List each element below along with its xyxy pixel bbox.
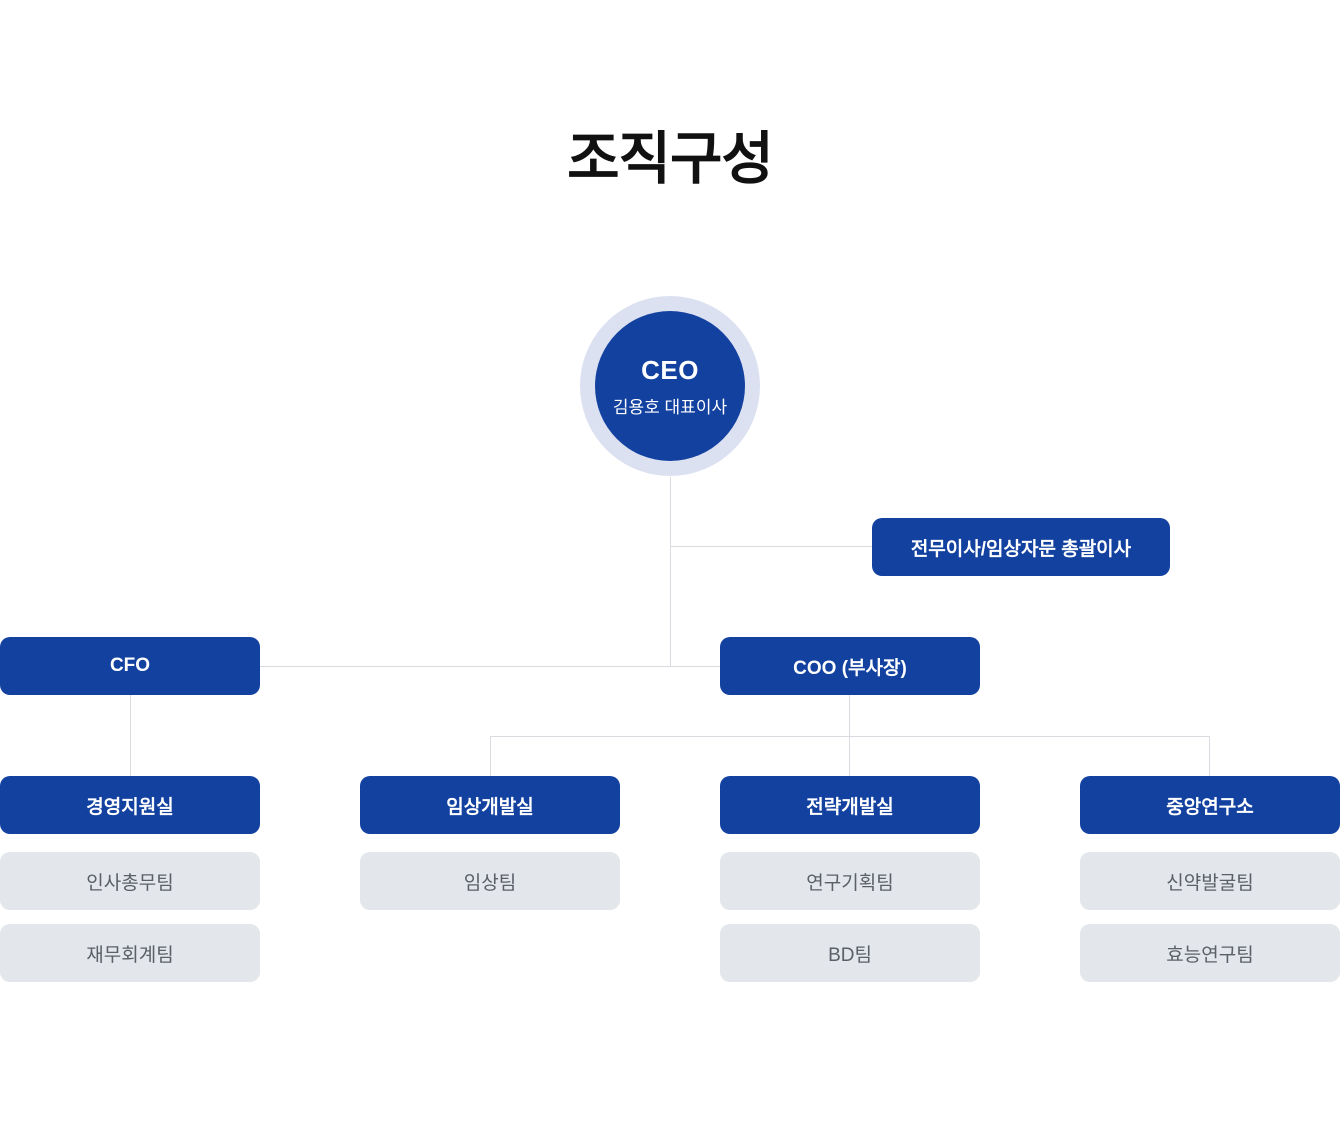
ceo-name-label: 김용호 대표이사: [612, 397, 728, 417]
ceo-role-label: CEO: [641, 354, 699, 385]
team-box-research-planning: 연구기획팀: [720, 852, 980, 910]
page-title: 조직구성: [567, 127, 774, 191]
connector-drop-clinical: [490, 736, 491, 776]
ceo-circle: CEO 김용호 대표이사: [595, 311, 745, 461]
team-box-hr-general-affairs: 인사총무팀: [0, 852, 260, 910]
cfo-box: CFO: [0, 637, 260, 695]
team-box-clinical: 임상팀: [360, 852, 620, 910]
executive-director-box: 전무이사/임상자문 총괄이사: [872, 518, 1170, 576]
connector-cfo-coo-horizontal: [260, 666, 720, 667]
dept-box-strategy-development: 전략개발실: [720, 776, 980, 834]
connector-departments-bus: [490, 736, 1210, 737]
team-box-bd: BD팀: [720, 924, 980, 982]
dept-box-management-support: 경영지원실: [0, 776, 260, 834]
dept-box-central-research: 중앙연구소: [1080, 776, 1340, 834]
team-box-finance-accounting: 재무회계팀: [0, 924, 260, 982]
connector-executive-horizontal: [670, 546, 872, 547]
ceo-node: CEO 김용호 대표이사: [580, 296, 760, 476]
connector-coo-down: [849, 695, 850, 736]
coo-box: COO (부사장): [720, 637, 980, 695]
team-box-drug-discovery: 신약발굴팀: [1080, 852, 1340, 910]
team-box-efficacy-research: 효능연구팀: [1080, 924, 1340, 982]
connector-drop-research: [1209, 736, 1210, 776]
connector-ceo-vertical: [670, 477, 671, 666]
connector-drop-strategy: [849, 736, 850, 776]
connector-cfo-down: [130, 695, 131, 776]
dept-box-clinical-development: 임상개발실: [360, 776, 620, 834]
